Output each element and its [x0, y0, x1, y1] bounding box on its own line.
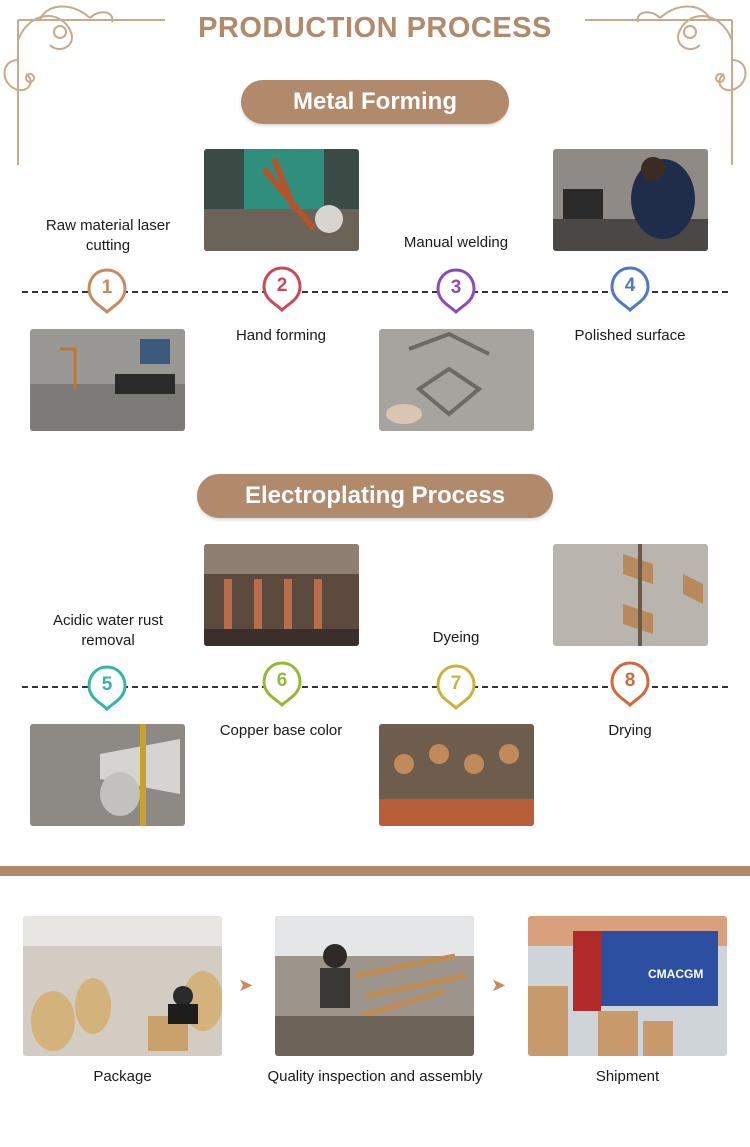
container-text: CMACGM: [648, 967, 703, 981]
page-title: PRODUCTION PROCESS: [198, 12, 552, 44]
photo-rust-removal: [30, 724, 185, 826]
timeline-line-2: [22, 686, 728, 688]
section-title-electroplating: Electroplating Process: [197, 474, 553, 518]
photo-drying: [553, 544, 708, 646]
photo-polished-surface: [553, 149, 708, 251]
step-label-4: Polished surface: [574, 327, 686, 344]
step-label-7: Dyeing: [432, 629, 480, 646]
step-marker-1: 1: [87, 268, 127, 314]
step-label-6: Copper base color: [219, 722, 343, 739]
photo-manual-welding: [379, 329, 534, 431]
final-label-shipment: Shipment: [595, 1068, 660, 1085]
step-marker-5: 5: [87, 665, 127, 711]
step-label-2: Hand forming: [235, 327, 327, 344]
section-title-metal-forming: Metal Forming: [241, 80, 509, 124]
arrow-icon-1: ➤: [238, 975, 254, 995]
photo-package: [23, 916, 222, 1056]
step-marker-2: 2: [262, 266, 302, 312]
photo-copper-base: [204, 544, 359, 646]
photo-quality-inspection: [275, 916, 474, 1056]
ornament-corner-right: [585, 0, 750, 170]
final-label-package: Package: [93, 1068, 152, 1085]
step-label-3: Manual welding: [403, 234, 509, 251]
arrow-icon-2: ➤: [491, 975, 507, 995]
photo-shipment: CMACGM: [528, 916, 727, 1056]
step-marker-4: 4: [610, 266, 650, 312]
section-divider: [0, 866, 750, 876]
step-label-8: Drying: [608, 722, 652, 739]
photo-dyeing: [379, 724, 534, 826]
step-marker-7: 7: [436, 664, 476, 710]
ornament-corner-left: [0, 0, 165, 170]
step-label-1: Raw material laser cutting: [45, 217, 171, 254]
photo-hand-forming: [204, 149, 359, 251]
step-marker-8: 8: [610, 661, 650, 707]
step-label-5: Acidic water rust removal: [52, 612, 164, 649]
timeline-line-1: [22, 291, 728, 293]
final-label-quality: Quality inspection and assembly: [267, 1068, 483, 1085]
step-marker-6: 6: [262, 661, 302, 707]
step-marker-3: 3: [436, 268, 476, 314]
photo-laser-cutting: [30, 329, 185, 431]
